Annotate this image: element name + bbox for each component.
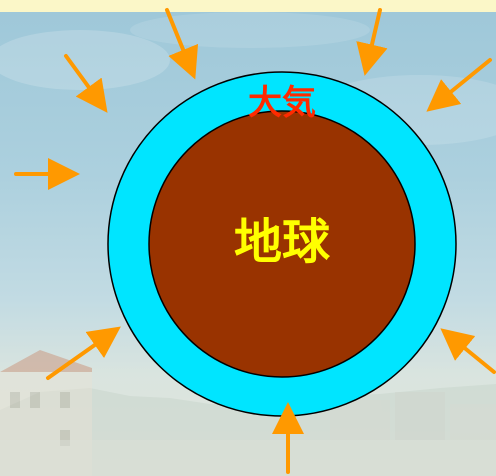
arrow-lower-right [440, 328, 496, 374]
background-decor [0, 12, 496, 476]
top-band [0, 0, 496, 12]
earth-label: 地球 [234, 214, 331, 270]
atmosphere-label: 大気 [248, 83, 316, 123]
arrow-upper-left [64, 54, 108, 113]
arrow-lower-left [46, 326, 121, 380]
earth-circle [148, 110, 416, 378]
cloud-shape [0, 30, 170, 90]
arrow-top-right [356, 8, 388, 76]
incoming-arrows [14, 8, 496, 474]
cloud-shape [130, 12, 370, 48]
arrow-top-left [165, 8, 199, 80]
buildings-shape [330, 392, 496, 440]
arrow-upper-right [426, 58, 492, 112]
ground-strip [0, 440, 496, 476]
